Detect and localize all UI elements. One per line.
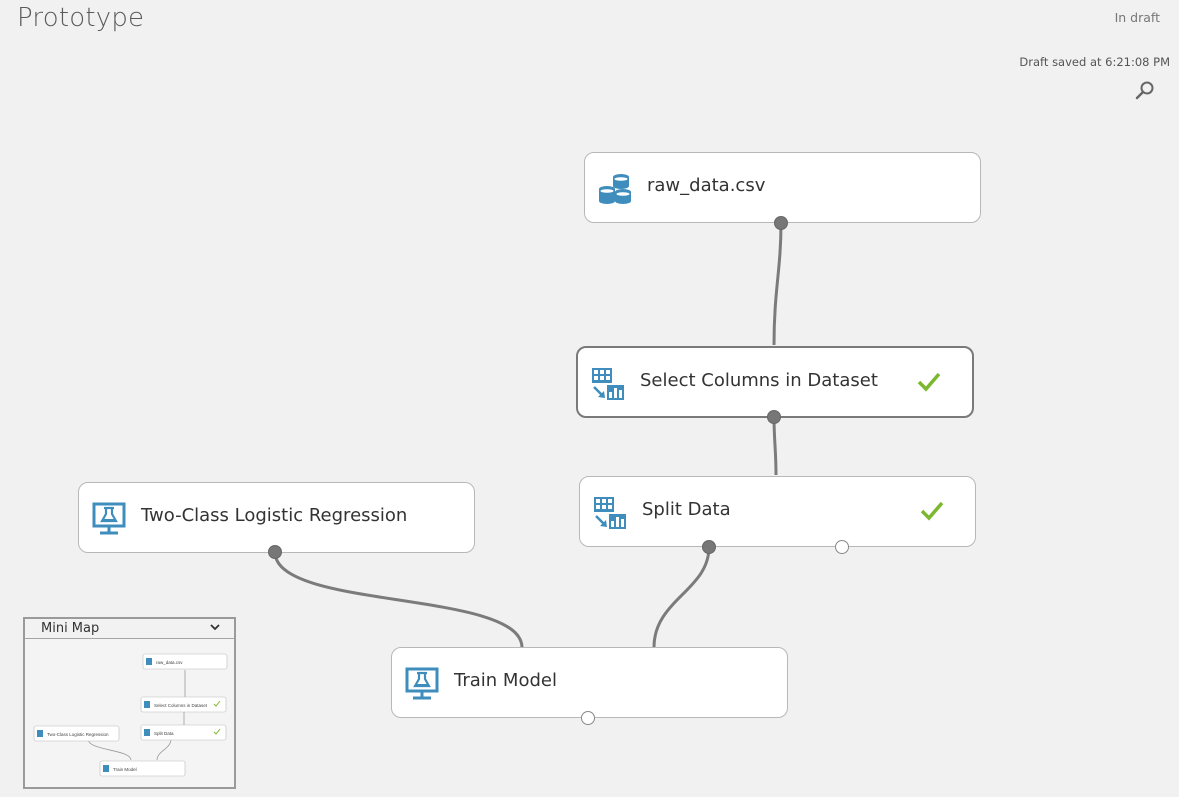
module-split-data[interactable]: Split Data xyxy=(579,476,976,547)
data-transform-icon xyxy=(594,497,626,529)
minimap-title: Mini Map xyxy=(41,621,100,636)
model-icon xyxy=(92,502,126,535)
experiment-title[interactable]: Prototype xyxy=(17,3,145,33)
experiment-status: In draft xyxy=(1114,10,1160,25)
connector-raw-to-select[interactable] xyxy=(772,222,783,346)
output-port-select-columns[interactable] xyxy=(767,410,781,424)
completed-check-icon xyxy=(917,372,941,392)
minimap-header[interactable]: Mini Map xyxy=(25,619,234,639)
minimap-label-split-data: Split Data xyxy=(154,731,174,736)
module-select-columns[interactable]: Select Columns in Dataset xyxy=(576,346,974,418)
model-icon xyxy=(405,667,439,700)
minimap-check-icon xyxy=(213,700,221,707)
connector-select-to-split[interactable] xyxy=(772,416,778,476)
minimap-node-raw-data xyxy=(142,653,228,670)
output-port-train-model[interactable] xyxy=(581,711,595,725)
minimap-node-select-columns xyxy=(140,696,227,713)
minimap-panel[interactable]: Mini Map xyxy=(23,617,236,789)
connector-split-to-train[interactable] xyxy=(652,546,711,648)
module-label: Select Columns in Dataset xyxy=(640,370,878,391)
module-label: Train Model xyxy=(454,670,557,691)
module-label: raw_data.csv xyxy=(647,175,766,196)
minimap-canvas[interactable]: raw_data.csv Select Columns in Dataset S… xyxy=(25,639,234,787)
minimap-label-logistic-regression: Two-Class Logistic Regression xyxy=(47,732,109,737)
draft-saved-text: Draft saved at 6:21:08 PM xyxy=(1019,55,1170,69)
module-label: Split Data xyxy=(642,499,731,520)
module-logistic-regression[interactable]: Two-Class Logistic Regression xyxy=(78,482,475,553)
module-raw-data[interactable]: raw_data.csv xyxy=(584,152,981,223)
minimap-node-logistic-regression xyxy=(33,725,120,742)
minimap-node-split-data xyxy=(140,724,227,741)
minimap-label-train-model: Train Model xyxy=(113,767,137,772)
search-icon[interactable] xyxy=(1134,79,1156,101)
dataset-icon xyxy=(599,174,631,204)
chevron-down-icon[interactable] xyxy=(209,621,221,633)
module-train-model[interactable]: Train Model xyxy=(391,647,788,718)
output-port-logistic-regression[interactable] xyxy=(268,545,282,559)
minimap-label-raw-data: raw_data.csv xyxy=(156,660,183,665)
minimap-check-icon xyxy=(213,728,221,735)
output-port-raw-data[interactable] xyxy=(774,216,788,230)
minimap-node-train-model xyxy=(99,760,186,777)
completed-check-icon xyxy=(920,501,944,521)
module-label: Two-Class Logistic Regression xyxy=(141,505,408,526)
data-transform-icon xyxy=(592,368,624,400)
minimap-label-select-columns: Select Columns in Dataset xyxy=(154,703,208,708)
output-port-split-left[interactable] xyxy=(702,540,716,554)
connector-regression-to-train[interactable] xyxy=(273,551,524,648)
output-port-split-right[interactable] xyxy=(835,540,849,554)
